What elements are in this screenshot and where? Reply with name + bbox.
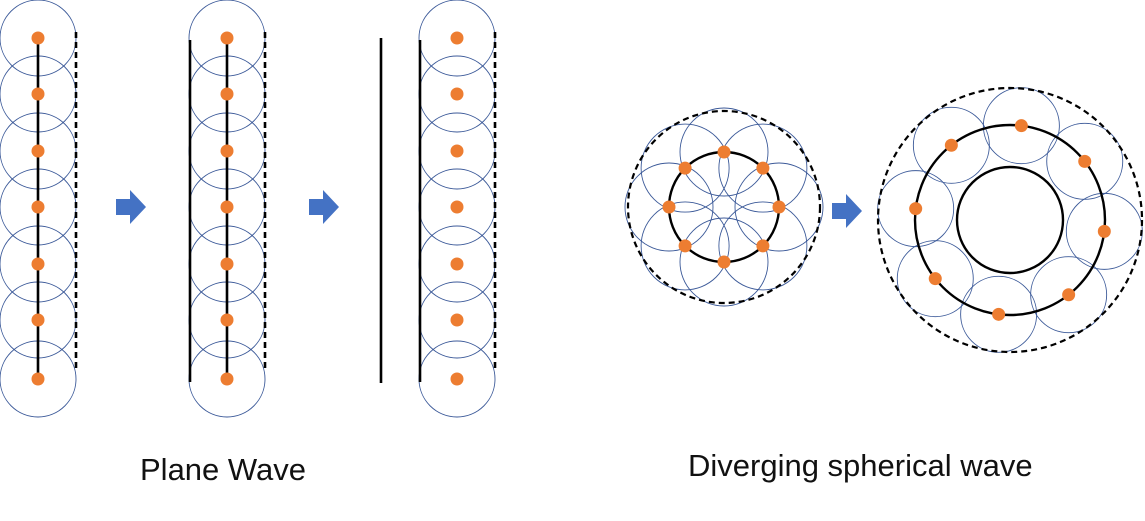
spherical-wavefront	[913, 123, 1107, 317]
point-source-dot	[450, 257, 464, 271]
point-source-dot	[717, 145, 731, 159]
point-source-dot	[220, 31, 234, 45]
point-source-dot	[717, 255, 731, 269]
wavelet-circle	[896, 240, 974, 318]
wavelet-circle	[679, 107, 769, 197]
point-source-dot	[31, 144, 45, 158]
point-source-dot	[909, 202, 923, 216]
wavelet-circle	[624, 162, 714, 252]
wavelet-circle	[718, 123, 808, 213]
point-source-dot	[220, 372, 234, 386]
right-arrow-icon	[832, 194, 862, 228]
wavelet-circle	[640, 123, 730, 213]
point-source-dot	[450, 144, 464, 158]
point-source-dot	[992, 307, 1006, 321]
wavelet-circle	[912, 106, 990, 184]
point-source-dot	[756, 161, 770, 175]
point-source-dot	[662, 200, 676, 214]
point-source-dot	[450, 87, 464, 101]
point-source-dot	[31, 87, 45, 101]
wavelet-circle	[718, 201, 808, 291]
point-source-dot	[450, 372, 464, 386]
point-source-dot	[31, 200, 45, 214]
plane-wave-diagram	[0, 0, 497, 418]
point-source-dot	[1014, 119, 1028, 133]
transition-arrows	[116, 190, 862, 228]
point-source-dot	[220, 313, 234, 327]
point-source-dot	[944, 138, 958, 152]
point-source-dot	[678, 239, 692, 253]
point-source-dot	[31, 313, 45, 327]
plane-wave-stage	[188, 0, 267, 418]
point-source-dot	[678, 161, 692, 175]
right-arrow-icon	[116, 190, 146, 224]
point-source-dot	[220, 87, 234, 101]
wavelet-circle	[734, 162, 824, 252]
point-source-dot	[756, 239, 770, 253]
spherical-wave-stage	[876, 86, 1144, 354]
point-source-dot	[220, 144, 234, 158]
wavelet-circle	[960, 275, 1038, 353]
wavelet-circle	[679, 217, 769, 307]
point-source-dot	[928, 272, 942, 286]
point-source-dot	[772, 200, 786, 214]
point-source-dot	[1062, 288, 1076, 302]
spherical-wave-diagram	[624, 86, 1144, 354]
plane-wave-stage	[0, 0, 78, 418]
diverging-spherical-wave-caption: Diverging spherical wave	[688, 448, 1033, 483]
right-arrow-icon	[309, 190, 339, 224]
point-source-dot	[31, 257, 45, 271]
point-source-dot	[450, 313, 464, 327]
plane-wave-stage	[418, 0, 497, 418]
point-source-dot	[450, 200, 464, 214]
new-spherical-wavefront-dashed	[876, 86, 1144, 354]
previous-spherical-wavefront	[955, 165, 1065, 275]
plane-wave-caption: Plane Wave	[140, 452, 306, 487]
point-source-dot	[1097, 224, 1111, 238]
point-source-dot	[1078, 154, 1092, 168]
point-source-dot	[450, 31, 464, 45]
point-source-dot	[31, 372, 45, 386]
wavelet-circle	[640, 201, 730, 291]
spherical-wave-stage	[624, 107, 824, 307]
point-source-dot	[31, 31, 45, 45]
wavelet-circle	[1046, 122, 1124, 200]
wavelet-circle	[1030, 256, 1108, 334]
point-source-dot	[220, 200, 234, 214]
new-spherical-wavefront-dashed	[626, 109, 822, 305]
point-source-dot	[220, 257, 234, 271]
